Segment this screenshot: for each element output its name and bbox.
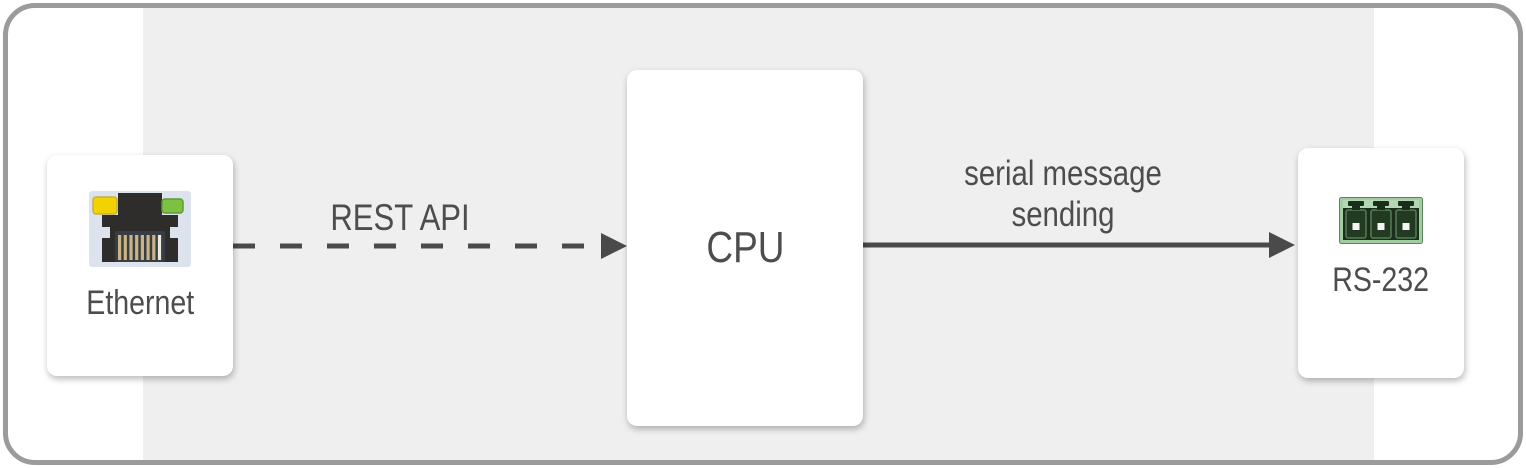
rest-api-dashed-arrow <box>233 233 627 259</box>
node-cpu: CPU <box>627 70 863 426</box>
node-ethernet: Ethernet <box>47 155 233 376</box>
edge-label-serial-line1: serial message <box>964 154 1162 193</box>
flow-arrows <box>233 232 1295 259</box>
edge-label-rest-api: REST API <box>330 197 470 238</box>
device-frame: REST API serial message sending <box>3 3 1523 465</box>
activity-led-green <box>161 198 184 214</box>
edge-label-serial-message: serial message sending <box>964 153 1162 235</box>
ethernet-rj45-port-icon <box>89 191 191 267</box>
link-led-yellow <box>92 196 118 215</box>
node-label-rs232: RS-232 <box>1332 261 1430 299</box>
node-label-ethernet: Ethernet <box>86 284 194 322</box>
rj45-pins <box>118 235 162 260</box>
rs232-terminal-cells <box>1345 201 1417 239</box>
serial-solid-arrow <box>863 232 1295 258</box>
node-label-cpu: CPU <box>705 222 785 272</box>
rs232-terminal-block-icon <box>1339 197 1423 244</box>
edge-label-serial-line2: sending <box>1011 195 1115 234</box>
node-rs232: RS-232 <box>1298 148 1464 378</box>
